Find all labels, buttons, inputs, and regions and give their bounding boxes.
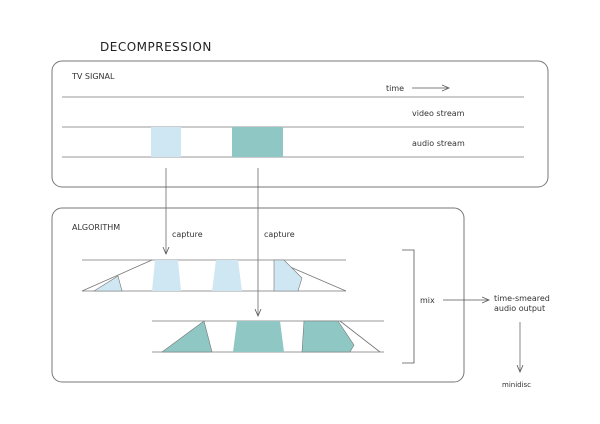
upper-segment-1: [92, 275, 123, 292]
minidisc-label: minidisc: [502, 381, 531, 389]
lower-segment-1: [161, 320, 213, 353]
tv-signal-box: [51, 60, 549, 188]
algorithm-box: [51, 207, 465, 383]
audio-stream-label: audio stream: [412, 139, 465, 148]
audio-block-light: [151, 127, 181, 157]
algorithm-label: ALGORITHM: [72, 223, 120, 232]
upper-track-left-diagonal: [81, 259, 153, 292]
lower-segment-2: [233, 321, 284, 352]
mix-label: mix: [420, 296, 435, 305]
tv-signal-label: TV SIGNAL: [71, 72, 115, 81]
output-line-1: time-smeared: [494, 294, 550, 303]
upper-segment-2: [152, 260, 181, 291]
upper-segment-3: [212, 260, 242, 291]
time-label: time: [386, 84, 404, 93]
lower-track-right-diagonal: [339, 320, 381, 353]
audio-block-teal: [232, 127, 283, 157]
output-line-2: audio output: [494, 304, 545, 313]
mix-bracket: [402, 249, 415, 364]
capture-label-2: capture: [264, 230, 295, 239]
video-stream-label: video stream: [412, 109, 465, 118]
capture-label-1: capture: [172, 230, 203, 239]
diagram-title: DECOMPRESSION: [100, 40, 212, 54]
lower-segment-3: [301, 320, 355, 353]
upper-segment-4: [273, 259, 303, 292]
